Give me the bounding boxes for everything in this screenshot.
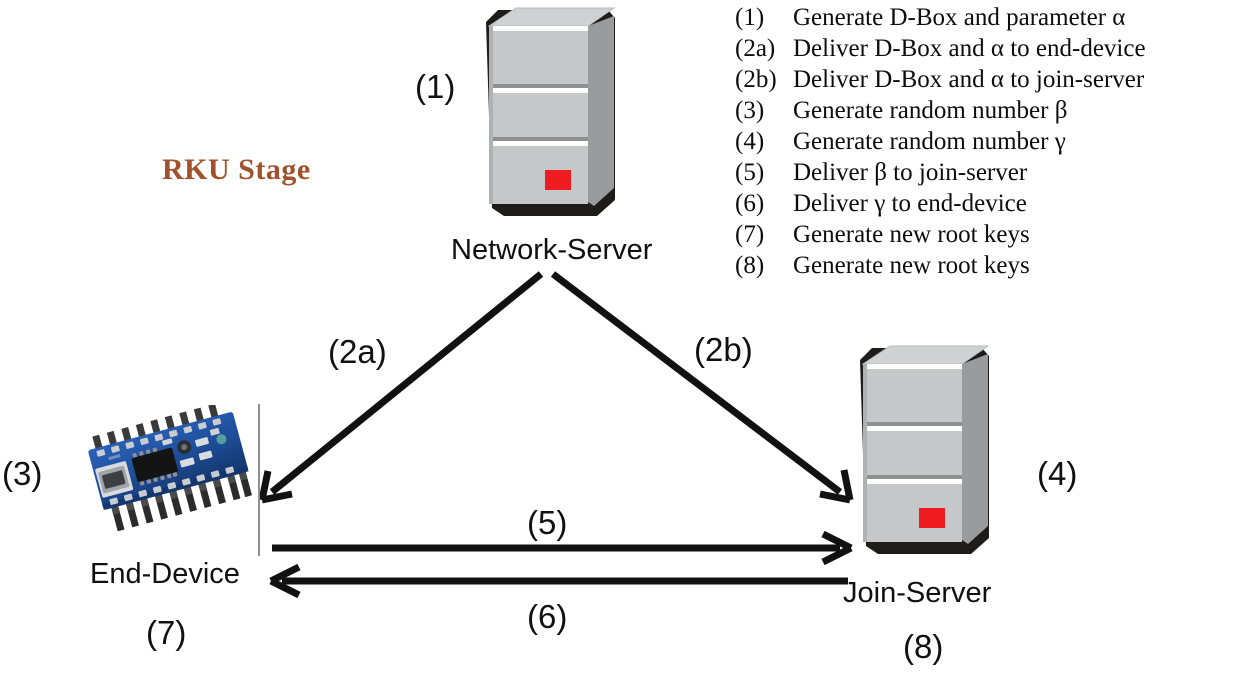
legend-item-number: (2b) <box>735 66 777 93</box>
legend-item-number: (8) <box>735 252 765 279</box>
arduino-board-icon <box>78 403 253 545</box>
network-server-icon <box>478 2 623 217</box>
legend-item-number: (6) <box>735 190 765 217</box>
legend-item: (7) Generate new root keys <box>735 219 1250 250</box>
edge-6-arrow <box>269 563 848 599</box>
legend-item-text: Generate new root keys <box>793 221 1030 248</box>
edge-2a-arrow <box>258 271 544 504</box>
step-2b-label: (2b) <box>694 331 753 368</box>
step-3-label: (3) <box>2 455 43 492</box>
end-device-divider <box>258 404 260 556</box>
legend-item: (2b) Deliver D-Box and α to join-server <box>735 64 1250 95</box>
step-8-label: (8) <box>903 628 944 665</box>
legend-item: (5) Deliver β to join-server <box>735 157 1250 188</box>
legend-item-number: (3) <box>735 97 765 124</box>
legend-item-text: Generate random number γ <box>793 128 1066 155</box>
edge-2b-arrow <box>550 271 854 504</box>
step-7-label: (7) <box>146 614 187 651</box>
legend-item-text: Generate D-Box and parameter α <box>793 4 1126 31</box>
legend: (1) Generate D-Box and parameter α (2a) … <box>735 2 1250 281</box>
legend-item: (8) Generate new root keys <box>735 250 1250 281</box>
legend-item: (2a) Deliver D-Box and α to end-device <box>735 33 1250 64</box>
join-server-label: Join-Server <box>843 577 992 609</box>
legend-item-number: (4) <box>735 128 765 155</box>
legend-item-text: Deliver D-Box and α to end-device <box>793 35 1146 62</box>
legend-item-number: (2a) <box>735 35 776 62</box>
legend-item-text: Generate random number β <box>793 97 1068 124</box>
legend-item: (4) Generate random number γ <box>735 126 1250 157</box>
network-server-label: Network-Server <box>451 234 653 266</box>
legend-item: (3) Generate random number β <box>735 95 1250 126</box>
legend-item-number: (5) <box>735 159 765 186</box>
legend-item-text: Deliver D-Box and α to join-server <box>793 66 1145 93</box>
step-5-label: (5) <box>527 504 568 541</box>
step-2a-label: (2a) <box>328 333 387 370</box>
legend-item-text: Deliver γ to end-device <box>793 190 1027 217</box>
legend-item: (6) Deliver γ to end-device <box>735 188 1250 219</box>
legend-item-text: Generate new root keys <box>793 252 1030 279</box>
legend-item-number: (7) <box>735 221 765 248</box>
step-4-label: (4) <box>1037 455 1078 492</box>
end-device-label: End-Device <box>90 558 240 590</box>
legend-item: (1) Generate D-Box and parameter α <box>735 2 1250 33</box>
step-6-label: (6) <box>527 598 568 635</box>
stage-title: RKU Stage <box>162 153 311 186</box>
legend-item-text: Deliver β to join-server <box>793 159 1028 186</box>
join-server-icon <box>852 340 997 555</box>
legend-item-number: (1) <box>735 4 765 31</box>
step-1-label: (1) <box>415 68 456 105</box>
